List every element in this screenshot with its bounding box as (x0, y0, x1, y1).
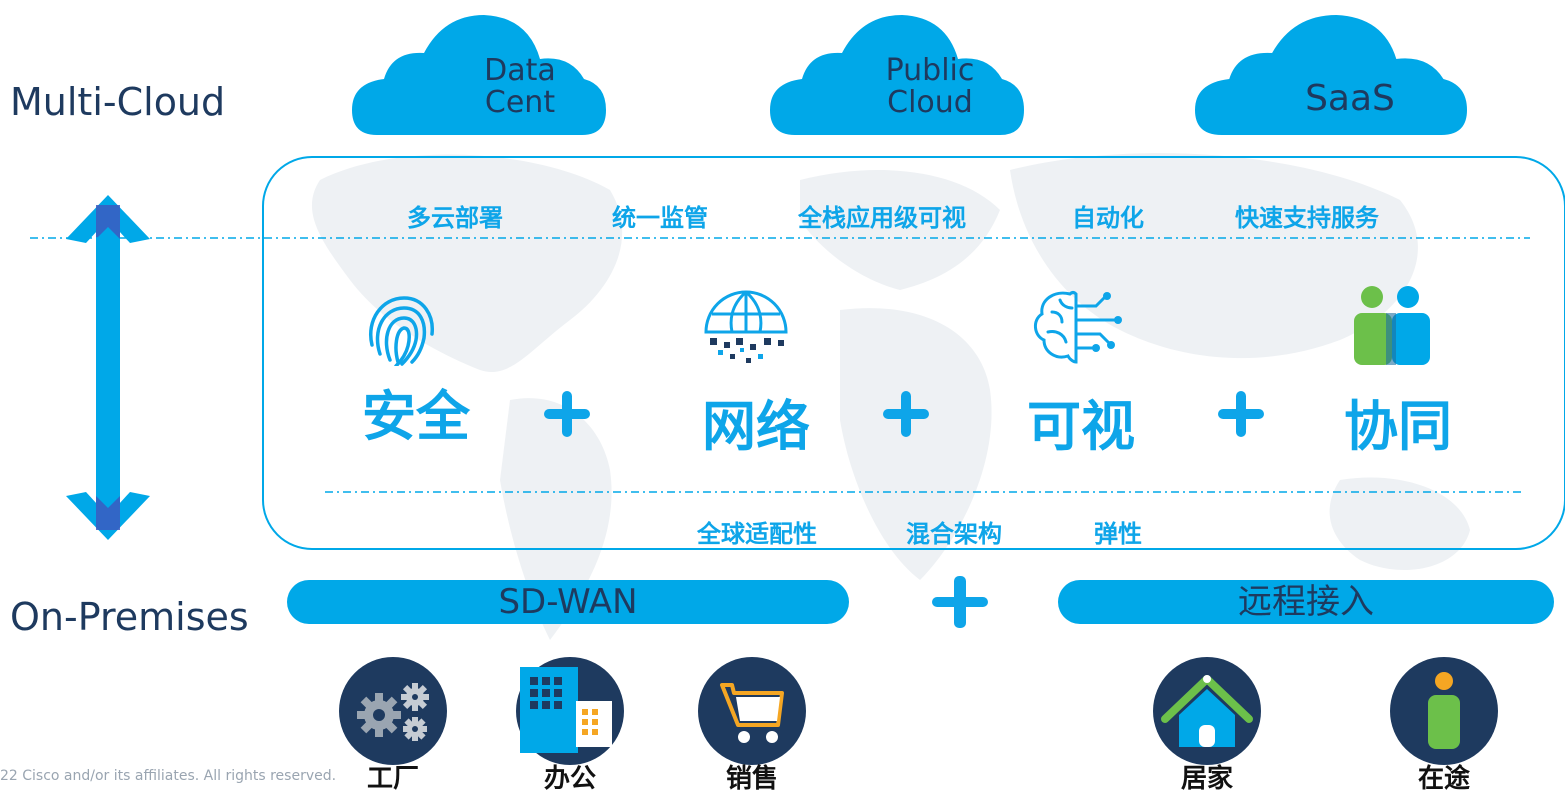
feature-full-stack-visibility: 全栈应用级可视 (798, 204, 966, 232)
pillar-collaboration-label: 协同 (1344, 395, 1452, 458)
cloud-icon (1195, 15, 1467, 135)
cloud-label-saas: SaaS (1305, 78, 1395, 119)
location-label-office: 办公 (543, 764, 596, 794)
feature-hybrid-architecture: 混合架构 (906, 520, 1002, 548)
feature-automation: 自动化 (1072, 204, 1144, 232)
location-label-home: 居家 (1180, 764, 1233, 794)
pillar-visibility-label: 可视 (1027, 395, 1135, 458)
multi-cloud-label: Multi-Cloud (10, 80, 226, 124)
fingerprint-icon (369, 296, 434, 366)
vertical-double-arrow-icon (66, 195, 150, 540)
globe-network-icon (704, 290, 788, 363)
brain-circuit-icon (1034, 291, 1122, 364)
plus-icon (932, 576, 988, 628)
feature-multi-cloud-deploy: 多云部署 (407, 204, 503, 232)
plus-icon (544, 391, 590, 437)
travel-circle (1390, 657, 1498, 765)
feature-fast-support: 快速支持服务 (1235, 204, 1379, 232)
home-circle (1153, 657, 1261, 765)
pillar-network-label: 网络 (702, 395, 810, 458)
shopping-cart-icon (720, 683, 784, 743)
cloud-icon (352, 15, 606, 135)
home-icon (1161, 675, 1253, 747)
office-building-icon (520, 667, 612, 753)
plus-icon (883, 391, 929, 437)
copyright-text: 22 Cisco and/or its affiliates. All righ… (0, 768, 337, 784)
feature-unified-monitoring: 统一监管 (612, 204, 708, 232)
world-map-background (311, 153, 1470, 640)
plus-icon (1218, 391, 1264, 437)
top-dashed-line (30, 237, 1530, 239)
retail-circle (698, 657, 806, 765)
gears-icon (357, 683, 429, 741)
cloud-icon (770, 15, 1024, 135)
factory-circle (339, 657, 447, 765)
feature-elasticity: 弹性 (1094, 520, 1142, 548)
on-premises-label: On-Premises (10, 595, 249, 639)
location-label-factory: 工厂 (366, 764, 419, 794)
office-circle (516, 657, 624, 765)
location-label-travel: 在途 (1417, 764, 1470, 794)
bottom-dashed-line (325, 491, 1525, 493)
remote-access-bar: 远程接入 (1058, 580, 1554, 624)
feature-global-adaptability: 全球适配性 (697, 520, 817, 548)
location-label-retail: 销售 (725, 764, 778, 794)
pillar-security-label: 安全 (362, 385, 470, 448)
sd-wan-bar: SD-WAN (287, 580, 849, 624)
collaboration-people-icon (1354, 286, 1430, 365)
person-icon (1428, 672, 1460, 749)
